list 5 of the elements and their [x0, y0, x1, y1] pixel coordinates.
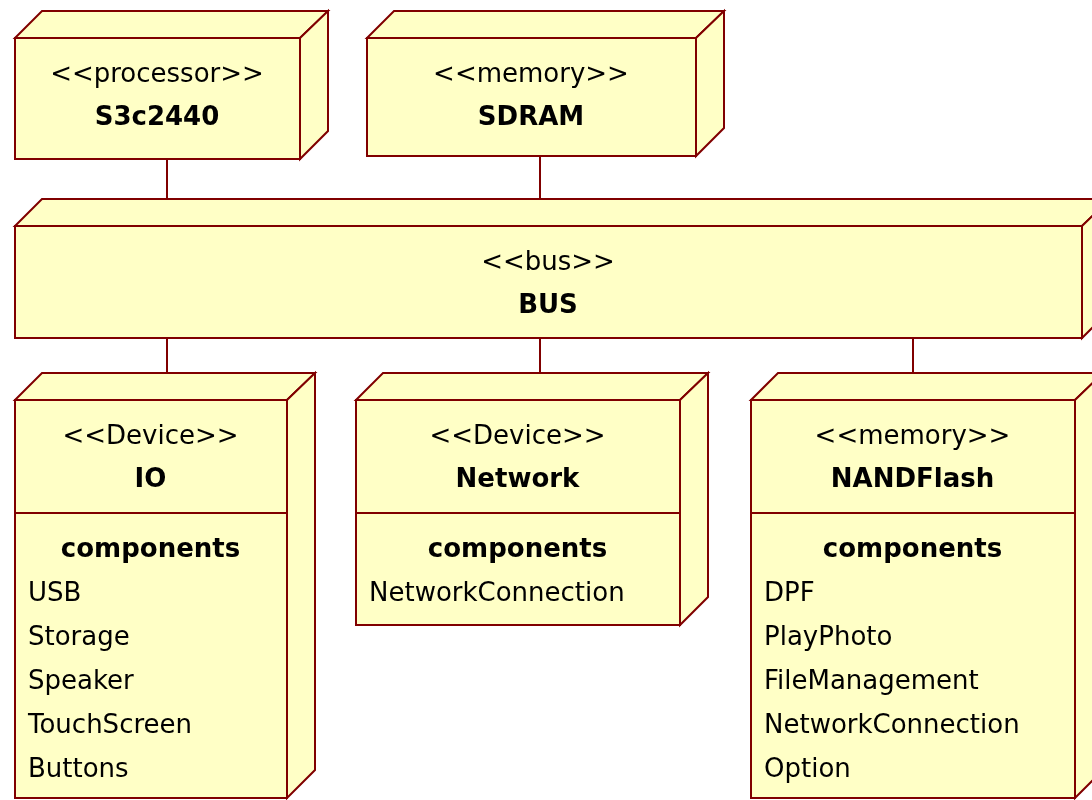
connector-line [166, 158, 168, 199]
connector-line [539, 337, 541, 373]
connector-line [539, 155, 541, 199]
connector-line [912, 337, 914, 373]
connector-line [166, 337, 168, 373]
